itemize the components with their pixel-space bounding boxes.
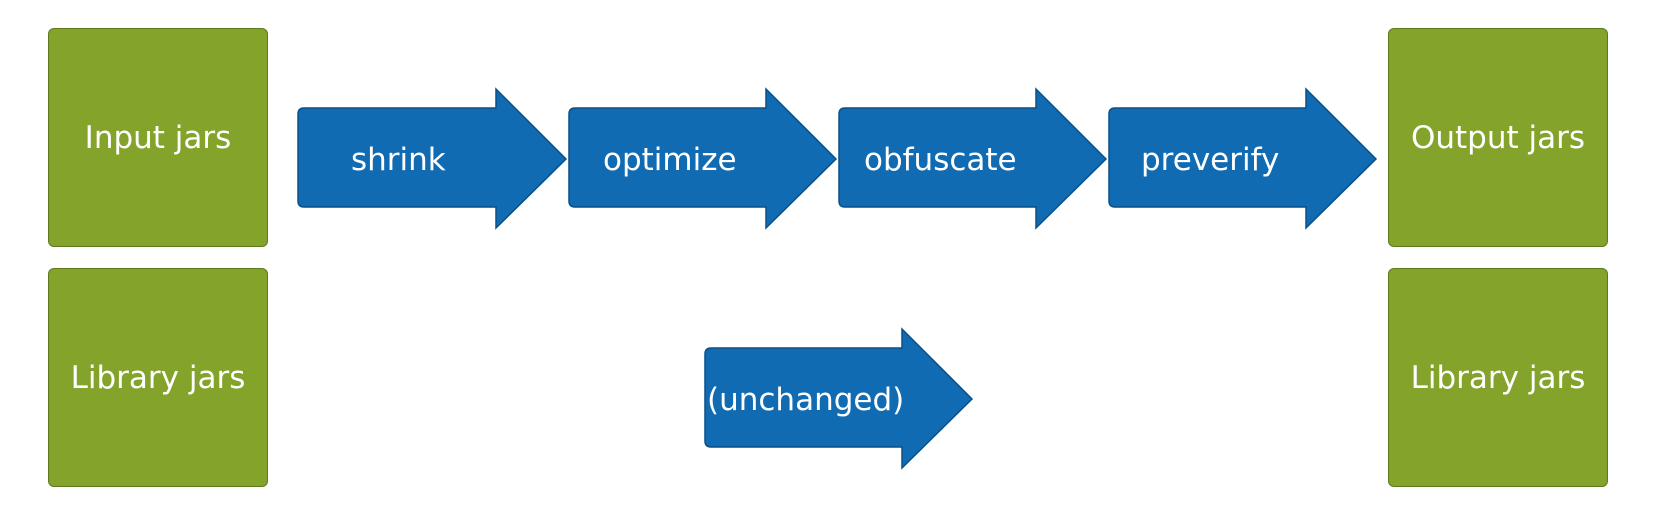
- step-arrow-preverify: preverify: [1108, 87, 1378, 230]
- output-library-jars-label: Library jars: [1410, 359, 1586, 396]
- output-jars-label: Output jars: [1410, 119, 1586, 156]
- step-arrow-shape-optimize: [568, 87, 838, 230]
- step-label-shrink: shrink: [351, 142, 446, 178]
- step-label-obfuscate: obfuscate: [864, 142, 1017, 178]
- step-arrow-obfuscate: obfuscate: [838, 87, 1108, 230]
- step-label-preverify: preverify: [1141, 142, 1279, 178]
- step-arrow-shrink: shrink: [297, 87, 568, 230]
- input-jars-box: Input jars: [48, 28, 268, 247]
- input-jars-label: Input jars: [84, 119, 232, 156]
- step-arrow-shape-preverify: [1108, 87, 1378, 230]
- input-library-jars-box: Library jars: [48, 268, 268, 487]
- library-passthrough-arrow-shape: [704, 327, 974, 470]
- output-jars-box: Output jars: [1388, 28, 1608, 247]
- step-label-optimize: optimize: [603, 142, 737, 178]
- library-passthrough-label: (unchanged): [707, 382, 904, 418]
- library-passthrough-arrow: (unchanged): [704, 327, 974, 470]
- step-arrow-shape-shrink: [297, 87, 568, 230]
- step-arrow-optimize: optimize: [568, 87, 838, 230]
- input-library-jars-label: Library jars: [70, 359, 246, 396]
- output-library-jars-box: Library jars: [1388, 268, 1608, 487]
- step-arrow-shape-obfuscate: [838, 87, 1108, 230]
